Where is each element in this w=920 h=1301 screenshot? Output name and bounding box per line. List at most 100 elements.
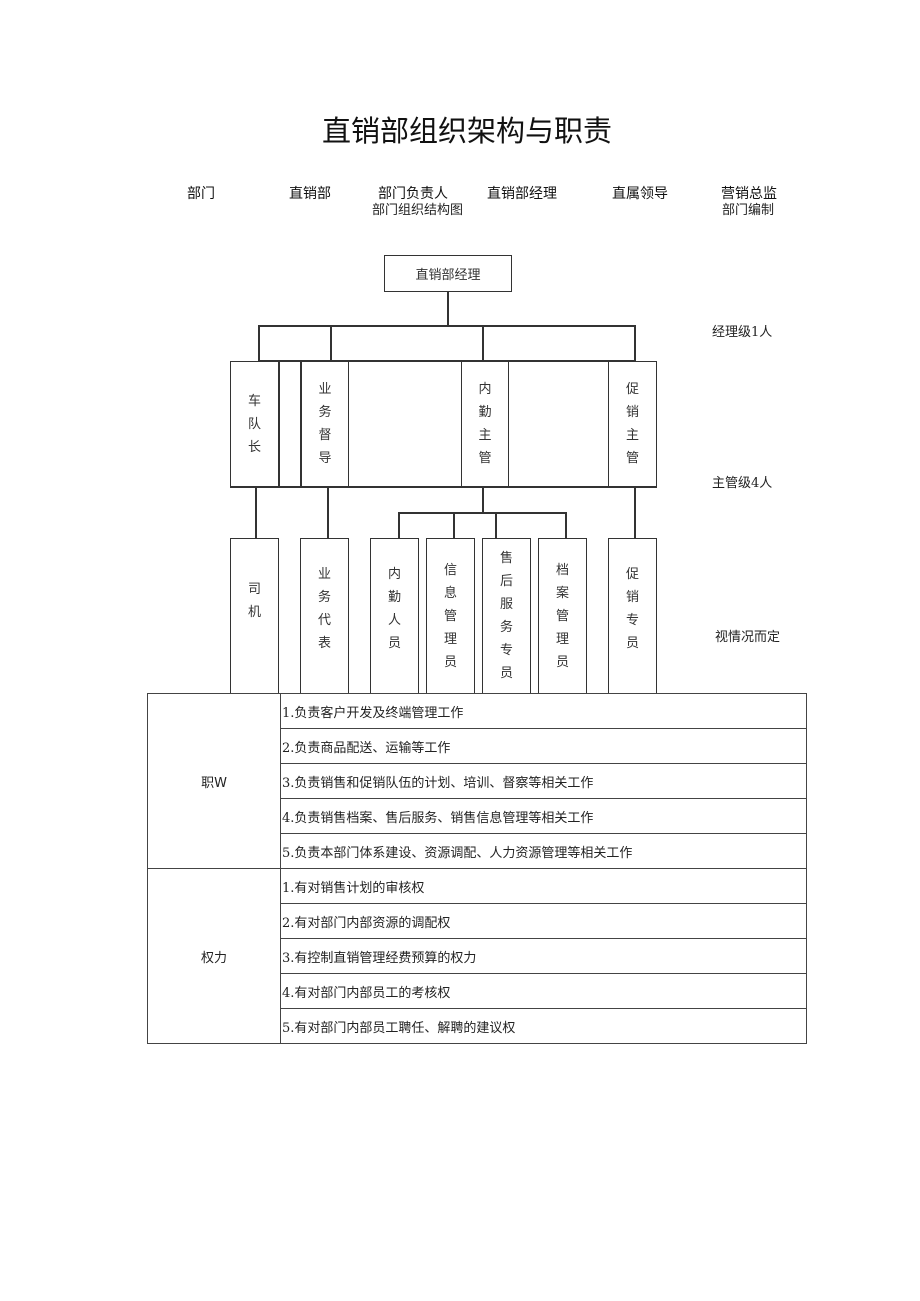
authority-item: 1.有对销售计划的审核权	[280, 868, 807, 904]
org-node-label: 促销主管	[609, 362, 656, 486]
org-node-char: 档	[555, 562, 569, 578]
org-node-char: 主	[625, 428, 639, 443]
org-node-char: 员	[555, 654, 569, 670]
org-node-char: 促	[625, 566, 639, 582]
org-node-char: 管	[443, 608, 457, 624]
manager-level-label: 经理级1人	[712, 325, 773, 340]
org-node-char: 长	[247, 439, 261, 455]
org-node-manager: 直销部经理	[384, 255, 512, 292]
org-node-char: 销	[625, 405, 639, 420]
org-node-char: 员	[443, 654, 457, 670]
responsibility-item: 2.负责商品配送、运输等工作	[280, 728, 807, 764]
connector-line	[495, 512, 497, 539]
connector-line	[258, 325, 260, 361]
connector-line	[255, 487, 257, 539]
org-node-label: 业务代表	[301, 539, 348, 678]
org-node-char: 理	[555, 631, 569, 647]
org-node-char: 服	[499, 597, 513, 612]
org-node-char: 专	[499, 643, 513, 658]
table-row: 4.负责销售档案、售后服务、销售信息管理等相关工作	[148, 798, 807, 834]
org-node-char: 售	[499, 551, 513, 566]
page-title: 直销部组织架构与职责	[321, 114, 612, 148]
org-node-char: 管	[555, 608, 569, 624]
authority-item: 2.有对部门内部资源的调配权	[280, 903, 807, 939]
org-node-char: 信	[443, 562, 457, 578]
connector-line	[327, 487, 329, 539]
connector-line	[482, 487, 484, 513]
responsibility-item: 4.负责销售档案、售后服务、销售信息管理等相关工作	[280, 798, 807, 834]
org-node-supervisor: 业务督导	[301, 361, 349, 487]
org-node-char: 管	[625, 451, 639, 466]
superior-label: 直属领导	[612, 186, 668, 202]
org-node-char: 促	[625, 382, 639, 397]
org-node-staff: 售后服务专员	[482, 538, 531, 694]
org-node-char: 案	[555, 585, 569, 601]
org-node-char: 主	[478, 428, 492, 443]
responsibility-item: 1.负责客户开发及终端管理工作	[280, 693, 807, 729]
connector-line	[447, 292, 449, 326]
responsibility-table: 职W 1.负责客户开发及终端管理工作 2.负责商品配送、运输等工作 3.负责销售…	[147, 693, 807, 1044]
org-node-label: 车队长	[231, 362, 278, 486]
connector-line	[482, 325, 484, 361]
authority-item: 4.有对部门内部员工的考核权	[280, 973, 807, 1009]
org-node-staff: 业务代表	[300, 538, 349, 694]
org-node-char: 勤	[478, 405, 492, 420]
table-row: 4.有对部门内部员工的考核权	[148, 973, 807, 1009]
org-node-char: 导	[318, 451, 332, 466]
responsibility-item: 3.负责销售和促销队伍的计划、培训、督察等相关工作	[280, 763, 807, 799]
org-node-label: 售后服务专员	[483, 539, 530, 693]
org-node-label: 内勤人员	[371, 539, 418, 678]
staff-level-label: 视情况而定	[715, 630, 781, 645]
connector-line	[258, 325, 635, 327]
org-node-char: 员	[499, 666, 513, 681]
org-node-label: 业务督导	[302, 362, 348, 486]
org-node-label: 司机	[231, 539, 278, 663]
org-node-label: 档案管理员	[539, 539, 586, 693]
org-node-char: 员	[387, 635, 401, 651]
org-node-char: 员	[625, 635, 639, 651]
table-row: 3.有控制直销管理经费预算的权力	[148, 938, 807, 974]
org-node-char: 代	[317, 612, 331, 628]
dept-head-label: 部门负责人	[378, 186, 448, 202]
org-node-char: 司	[247, 582, 261, 597]
org-node-char: 务	[318, 405, 332, 420]
org-node-char: 表	[317, 635, 331, 651]
org-node-staff: 内勤人员	[370, 538, 419, 694]
connector-line	[330, 325, 332, 361]
org-node-char: 机	[247, 605, 261, 620]
org-node-supervisor: 内勤主管	[461, 361, 509, 487]
org-node-char: 队	[247, 416, 261, 432]
org-node-char: 务	[317, 589, 331, 605]
org-node-char: 理	[443, 631, 457, 647]
table-row: 3.负责销售和促销队伍的计划、培训、督察等相关工作	[148, 763, 807, 799]
dept-value: 直销部	[289, 186, 331, 202]
table-row: 2.有对部门内部资源的调配权	[148, 903, 807, 939]
org-node-char: 业	[317, 566, 331, 582]
org-node-char: 专	[625, 612, 639, 628]
connector-line	[453, 512, 455, 539]
org-node-char: 销	[625, 589, 639, 605]
authority-item: 5.有对部门内部员工聘任、解聘的建议权	[280, 1008, 807, 1044]
dept-head-value: 直销部经理	[487, 186, 557, 202]
connector-line	[258, 360, 635, 362]
org-node-spacer	[279, 361, 301, 487]
org-node-char: 息	[443, 585, 457, 601]
org-node-char: 业	[318, 382, 332, 397]
table-row: 职W 1.负责客户开发及终端管理工作	[147, 693, 807, 869]
connector-line	[398, 512, 566, 514]
table-row: 5.有对部门内部员工聘任、解聘的建议权	[148, 1008, 807, 1044]
org-node-char: 管	[478, 451, 492, 466]
org-node-label: 促销专员	[609, 539, 656, 678]
org-node-char: 后	[499, 574, 513, 589]
connector-line	[634, 487, 636, 539]
authority-item: 3.有控制直销管理经费预算的权力	[280, 938, 807, 974]
org-node-staff: 司机	[230, 538, 279, 694]
org-node-char: 督	[318, 428, 332, 443]
org-node-char: 车	[247, 393, 261, 409]
org-node-char: 勤	[387, 589, 401, 605]
dept-label: 部门	[187, 186, 215, 202]
connector-line	[230, 486, 657, 488]
org-chart-caption: 部门组织结构图	[372, 203, 464, 218]
authority-label: 权力	[147, 868, 281, 1044]
org-node-staff: 信息管理员	[426, 538, 475, 694]
